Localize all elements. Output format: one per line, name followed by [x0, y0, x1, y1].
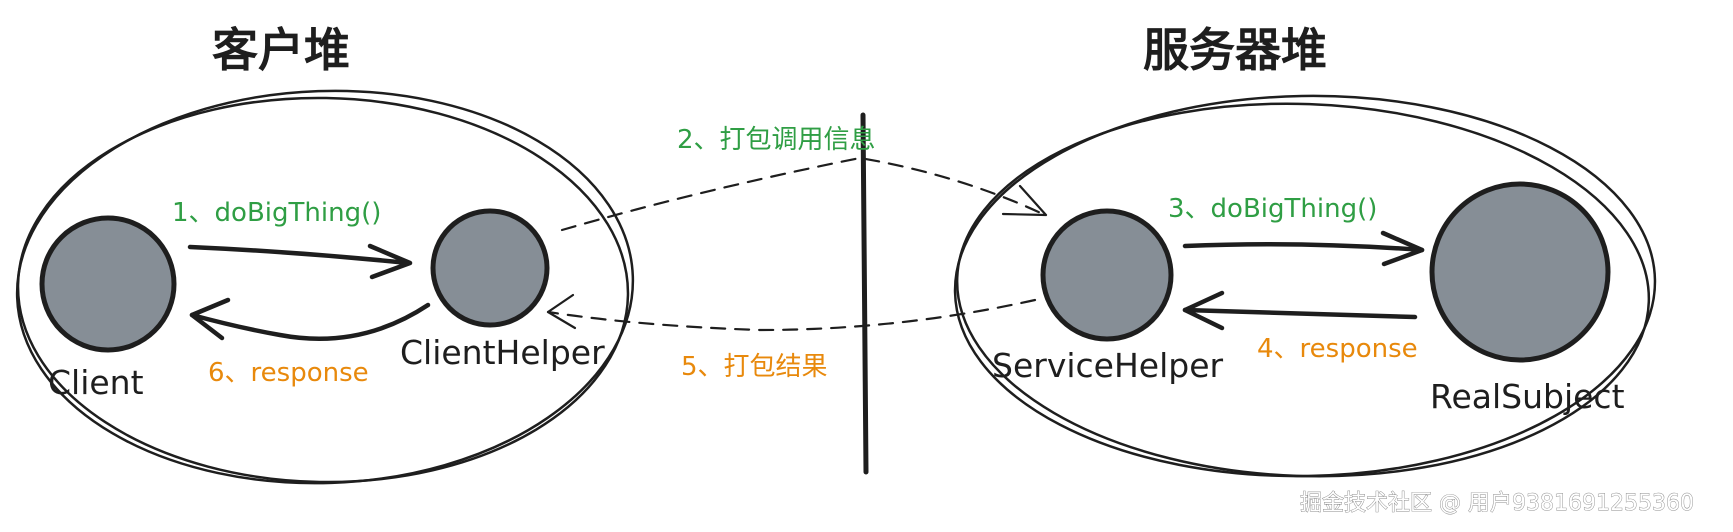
real-subject-label: RealSubject [1430, 377, 1625, 416]
client-helper-node [430, 208, 550, 328]
step2-arrow [560, 156, 1048, 232]
step4-label: 4、response [1257, 334, 1418, 364]
step3-label: 3、doBigThing() [1168, 194, 1377, 224]
network-divider [860, 112, 869, 475]
client-node [39, 215, 177, 353]
client-heap-title: 客户堆 [212, 23, 350, 77]
step3-arrow [1182, 230, 1425, 267]
step1-arrow [187, 243, 413, 280]
step2-label: 2、打包调用信息 [677, 125, 876, 155]
client-helper-label: ClientHelper [400, 333, 605, 372]
service-helper-label: ServiceHelper [992, 346, 1223, 385]
step4-arrow [1182, 290, 1418, 331]
service-helper-node [1040, 208, 1174, 342]
step1-label: 1、doBigThing() [172, 198, 381, 228]
server-heap-title: 服务器堆 [1143, 23, 1327, 77]
step6-label: 6、response [208, 358, 369, 388]
step5-arrow [546, 293, 1037, 332]
step6-arrow [189, 297, 431, 341]
server-heap-ellipse [953, 94, 1657, 478]
client-heap-ellipse [15, 89, 635, 485]
real-subject-node [1429, 181, 1611, 363]
client-label: Client [48, 363, 144, 402]
step5-label: 5、打包结果 [681, 352, 828, 382]
watermark: 掘金技术社区 @ 用户9381691255360 [1300, 491, 1694, 516]
